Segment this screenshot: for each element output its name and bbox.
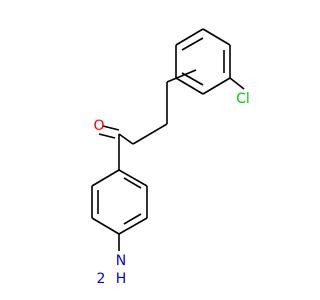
upper-ring-bond-2 [202,28,231,46]
upper-ring-bond-5 [175,77,204,95]
upper-ring-inner-bond-1 [181,37,204,51]
upper-ring-bond-1 [175,28,204,46]
amine-count-label: 2 [97,271,106,287]
lower-ring-bond-6 [91,169,120,187]
lower-ring-bond-4 [91,217,120,235]
lower-ring-inner-bond-2 [123,213,142,225]
aryl-link-bond [166,69,197,83]
amine-nitrogen-label: N [116,253,126,269]
background [0,0,300,300]
upper-ring-inner-bond-3 [181,72,204,86]
chlorine-label: Cl [236,91,250,107]
upper-ring-bond-4 [202,77,231,95]
carbonyl-chain-bond [132,123,168,145]
carbonyl-double-bond-a [102,125,120,131]
lower-ring-inner-bond-1 [123,177,142,189]
carbonyl-double-bond-b [98,133,116,139]
atom-labels: O Cl N H 2 [93,91,249,287]
amine-hydrogen-label: H [116,271,127,287]
molecule-structure: O Cl N H 2 [0,0,300,300]
bond-network [91,28,245,251]
carbonyl-carbon-bond [118,133,134,145]
chlorine-bond [229,77,245,90]
oxygen-label: O [93,118,104,134]
lower-ring-bond-3 [118,217,148,235]
molecule-canvas: O Cl N H 2 [0,0,300,300]
lower-ring-bond-1 [118,169,148,187]
